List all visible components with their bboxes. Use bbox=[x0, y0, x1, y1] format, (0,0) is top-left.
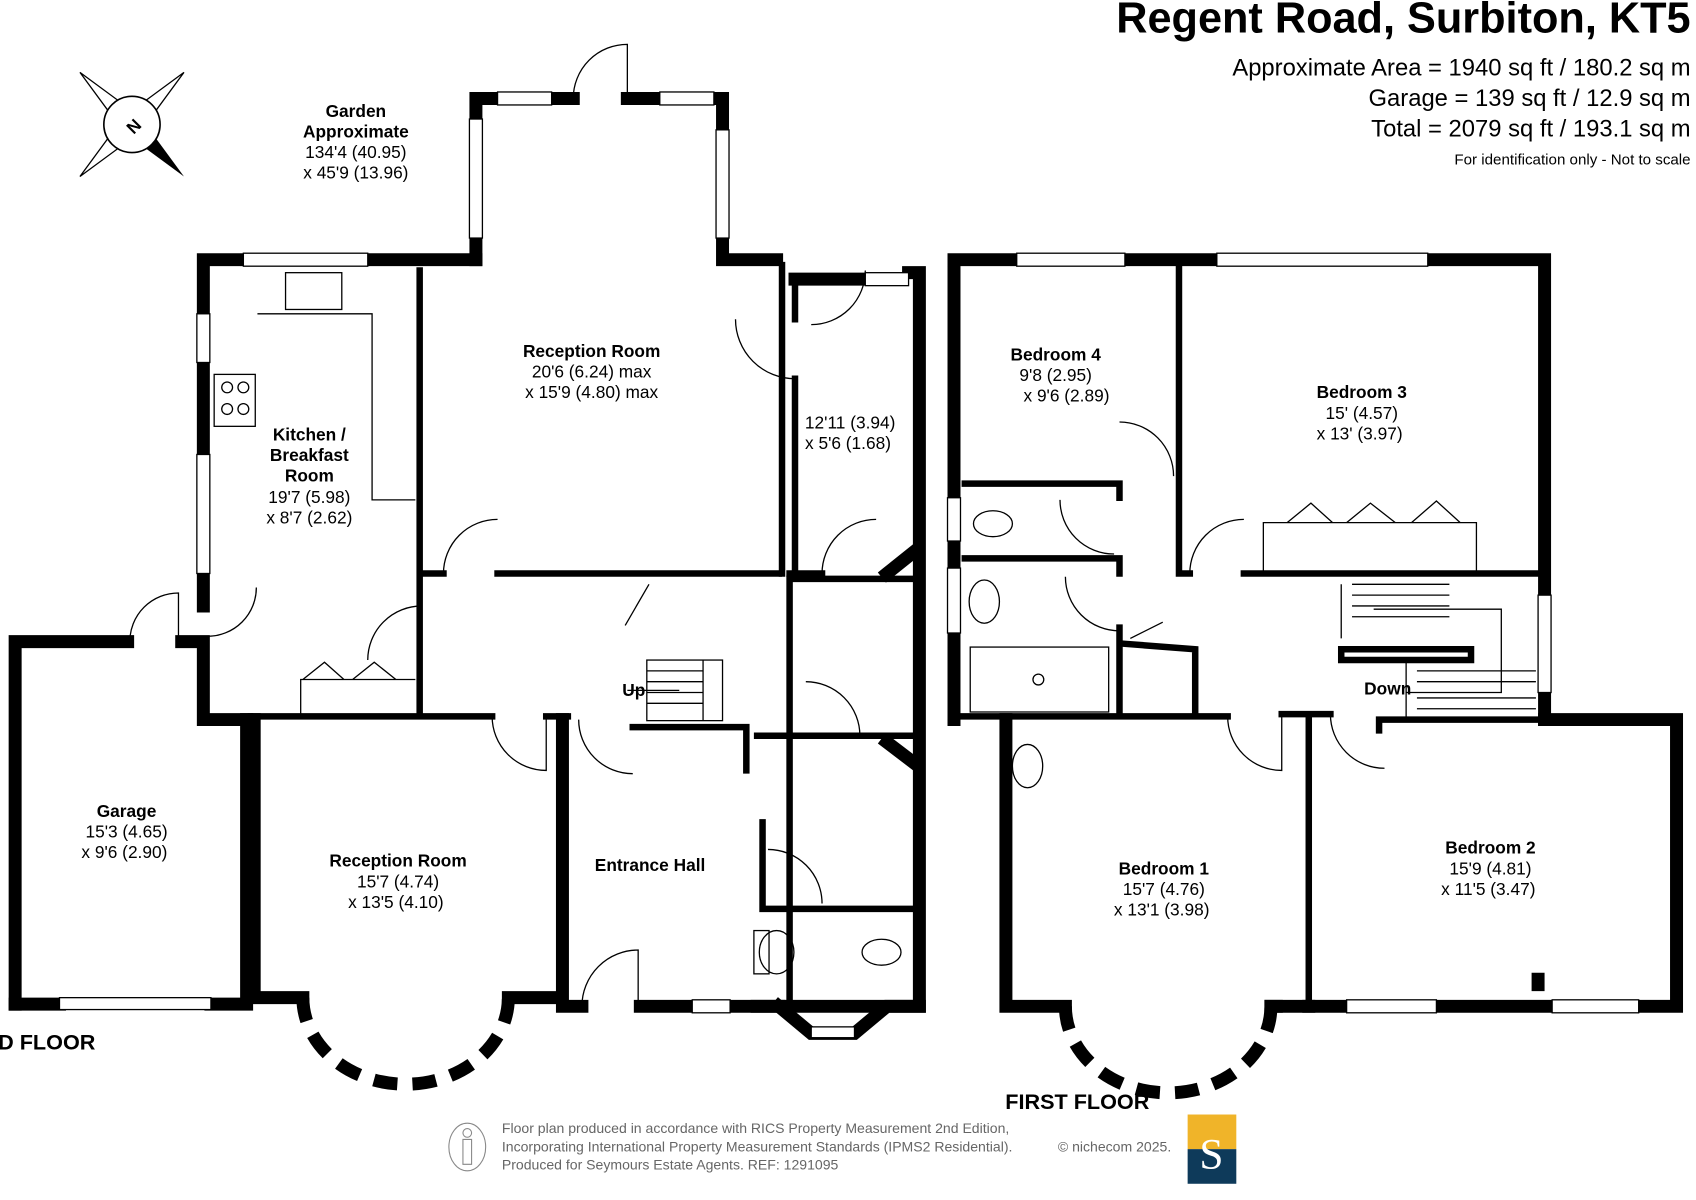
room-garage: Garage 15'3 (4.65) x 9'6 (2.90) bbox=[81, 801, 167, 862]
room-side-passage: 12'11 (3.94) x 5'6 (1.68) bbox=[805, 412, 895, 453]
room-reception-front: Reception Room 15'7 (4.74) x 13'5 (4.10) bbox=[329, 851, 466, 912]
room-bedroom-1: Bedroom 1 15'7 (4.76) x 13'1 (3.98) bbox=[1114, 858, 1210, 919]
ground-floor-walls: Up bbox=[8, 43, 926, 1091]
first-floor-label: FIRST FLOOR bbox=[1005, 1089, 1150, 1114]
svg-text:Bedroom 4: Bedroom 4 bbox=[1011, 344, 1102, 364]
svg-text:x 13' (3.97): x 13' (3.97) bbox=[1317, 423, 1403, 443]
svg-text:x 13'1 (3.98): x 13'1 (3.98) bbox=[1114, 899, 1210, 919]
svg-text:x 8'7 (2.62): x 8'7 (2.62) bbox=[266, 508, 352, 528]
garage-area: Garage = 139 sq ft / 12.9 sq m bbox=[1369, 85, 1691, 112]
room-bedroom-3: Bedroom 3 15' (4.57) x 13' (3.97) bbox=[1317, 382, 1407, 443]
first-floor-walls: Down bbox=[946, 252, 1684, 1100]
copyright: © nichecom 2025. bbox=[1058, 1138, 1171, 1154]
room-bedroom-2: Bedroom 2 15'9 (4.81) x 11'5 (3.47) bbox=[1441, 838, 1535, 899]
svg-text:19'7 (5.98): 19'7 (5.98) bbox=[268, 487, 350, 507]
scale-note: For identification only - Not to scale bbox=[1454, 151, 1690, 168]
svg-text:9'8 (2.95): 9'8 (2.95) bbox=[1019, 365, 1092, 385]
svg-text:S: S bbox=[1199, 1131, 1223, 1179]
ground-floor-label: GROUND FLOOR bbox=[0, 1030, 96, 1055]
svg-text:134'4 (40.95): 134'4 (40.95) bbox=[305, 142, 406, 162]
first-floor-stairs: Down bbox=[1340, 583, 1536, 720]
svg-text:20'6 (6.24) max: 20'6 (6.24) max bbox=[532, 362, 652, 382]
svg-text:12'11 (3.94): 12'11 (3.94) bbox=[805, 412, 895, 432]
stairs-up-label: Up bbox=[622, 680, 645, 700]
svg-text:Approximate: Approximate bbox=[303, 121, 409, 141]
footer-line-3: Produced for Seymours Estate Agents. REF… bbox=[502, 1157, 839, 1173]
svg-text:15'9 (4.81): 15'9 (4.81) bbox=[1449, 858, 1531, 878]
footer-line-1: Floor plan produced in accordance with R… bbox=[502, 1120, 1009, 1136]
svg-text:Kitchen /: Kitchen / bbox=[273, 424, 346, 444]
stairs-down-label: Down bbox=[1364, 679, 1411, 699]
svg-text:15'7 (4.76): 15'7 (4.76) bbox=[1123, 879, 1205, 899]
svg-text:Reception Room: Reception Room bbox=[329, 851, 466, 871]
svg-text:Room: Room bbox=[285, 466, 334, 486]
person-icon bbox=[448, 1122, 487, 1172]
room-entrance-hall: Entrance Hall bbox=[595, 855, 706, 875]
svg-text:Garden: Garden bbox=[326, 101, 387, 121]
total-area: Total = 2079 sq ft / 193.1 sq m bbox=[1371, 115, 1690, 142]
room-kitchen: Kitchen / Breakfast Room 19'7 (5.98) x 8… bbox=[266, 424, 352, 527]
svg-text:15'3 (4.65): 15'3 (4.65) bbox=[85, 822, 167, 842]
svg-text:Garage: Garage bbox=[97, 801, 157, 821]
svg-text:Breakfast: Breakfast bbox=[270, 445, 349, 465]
footer-line-2: Incorporating International Property Mea… bbox=[502, 1138, 1013, 1154]
compass-icon: N bbox=[79, 71, 185, 177]
svg-text:Bedroom 1: Bedroom 1 bbox=[1119, 858, 1210, 878]
seymours-logo: S bbox=[1187, 1114, 1237, 1184]
svg-text:x 9'6 (2.90): x 9'6 (2.90) bbox=[81, 842, 167, 862]
svg-text:Bedroom 2: Bedroom 2 bbox=[1445, 838, 1535, 858]
svg-text:15' (4.57): 15' (4.57) bbox=[1326, 403, 1399, 423]
svg-text:x 45'9 (13.96): x 45'9 (13.96) bbox=[303, 163, 408, 183]
property-title: Regent Road, Surbiton, KT5 bbox=[1116, 0, 1690, 42]
svg-text:x 13'5 (4.10): x 13'5 (4.10) bbox=[348, 892, 444, 912]
garden-label: Garden Approximate 134'4 (40.95) x 45'9 … bbox=[303, 101, 409, 183]
svg-text:x 9'6 (2.89): x 9'6 (2.89) bbox=[1023, 385, 1109, 405]
room-reception-rear: Reception Room 20'6 (6.24) max x 15'9 (4… bbox=[523, 341, 660, 402]
approx-area: Approximate Area = 1940 sq ft / 180.2 sq… bbox=[1232, 55, 1690, 82]
svg-text:x 11'5 (3.47): x 11'5 (3.47) bbox=[1441, 879, 1535, 899]
room-bedroom-4: Bedroom 4 9'8 (2.95) x 9'6 (2.89) bbox=[1011, 344, 1110, 405]
svg-text:x 5'6 (1.68): x 5'6 (1.68) bbox=[805, 433, 891, 453]
svg-text:Reception Room: Reception Room bbox=[523, 341, 660, 361]
svg-text:Bedroom 3: Bedroom 3 bbox=[1317, 382, 1407, 402]
svg-text:15'7 (4.74): 15'7 (4.74) bbox=[357, 871, 439, 891]
ground-stairs: Up bbox=[622, 659, 724, 722]
svg-text:x 15'9 (4.80) max: x 15'9 (4.80) max bbox=[525, 382, 658, 402]
